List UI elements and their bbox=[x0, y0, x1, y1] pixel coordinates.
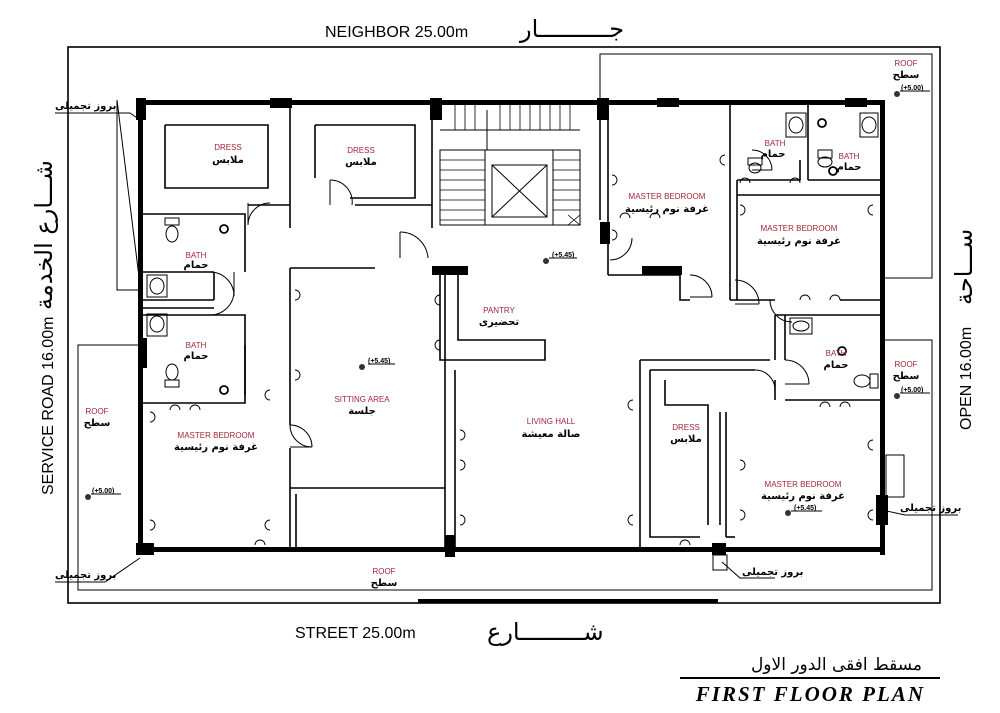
room-bath-3-ar: حمام bbox=[761, 149, 786, 160]
roof-zone-left bbox=[77, 344, 140, 591]
service-road-label: SERVICE ROAD 16.00m bbox=[40, 317, 57, 495]
room-pantry-ar: تحضيرى bbox=[479, 317, 520, 328]
room-master-2-ar: غرفة نوم رئيسية bbox=[625, 204, 709, 215]
room-master-1-en: MASTER BEDROOM bbox=[178, 431, 255, 440]
room-master-1-ar: غرفة نوم رئيسية bbox=[174, 442, 258, 453]
neighbor-label-ar: جــــــــــار bbox=[519, 15, 624, 43]
room-living-en: LIVING HALL bbox=[527, 417, 576, 426]
room-dress-1-en: DRESS bbox=[214, 143, 242, 152]
roof-2-ar: سطح bbox=[371, 578, 398, 589]
room-bath-1-ar: حمام bbox=[184, 260, 209, 271]
wall-east bbox=[880, 100, 885, 555]
level-roof-1: (+5.00) bbox=[92, 488, 114, 495]
room-bath-2-ar: حمام bbox=[184, 351, 209, 362]
service-road-label-ar: شـــارع الخدمة bbox=[30, 160, 58, 310]
level-roof-3: (+5.00) bbox=[901, 85, 923, 92]
fixtures bbox=[146, 112, 879, 395]
room-dress-2-ar: ملابس bbox=[345, 157, 377, 168]
plan-title-ar: مسقط افقى الدور الاول bbox=[751, 655, 922, 675]
wall-north-right bbox=[600, 100, 885, 105]
roof-4-en: ROOF bbox=[894, 360, 917, 369]
roof-zone-right bbox=[880, 339, 933, 591]
roof-1-ar: سطح bbox=[84, 418, 111, 429]
room-master-2-en: MASTER BEDROOM bbox=[629, 192, 706, 201]
room-sitting-ar: جلسة bbox=[348, 406, 376, 417]
callout-projection-3: بروز تجميلى bbox=[742, 567, 803, 578]
room-bath-3-en: BATH bbox=[765, 139, 786, 148]
callout-projection-4: بروز تجميلى bbox=[900, 503, 961, 514]
neighbor-label: NEIGHBOR 25.00m bbox=[325, 24, 468, 41]
pantry-walls bbox=[439, 105, 609, 361]
roof-zone-top-right bbox=[599, 53, 933, 279]
stair-treads bbox=[440, 105, 581, 226]
callout-leaders bbox=[55, 90, 958, 583]
callout-projection-2: بروز تجميلى bbox=[55, 570, 116, 581]
room-sitting-en: SITTING AREA bbox=[334, 395, 390, 404]
room-master-3-en: MASTER BEDROOM bbox=[761, 224, 838, 233]
room-pantry-en: PANTRY bbox=[483, 306, 515, 315]
room-bath-1-en: BATH bbox=[186, 251, 207, 260]
balcony-box bbox=[885, 454, 905, 498]
room-dress-1-ar: ملابس bbox=[212, 155, 244, 166]
projection-diagonal bbox=[116, 99, 141, 286]
roof-3-en: ROOF bbox=[894, 59, 917, 68]
level-roof-4: (+5.00) bbox=[901, 387, 923, 394]
wall-south bbox=[138, 547, 885, 552]
open-label: OPEN 16.00m bbox=[958, 327, 975, 430]
level-sitting: (+5.45) bbox=[368, 358, 390, 365]
roof-3-ar: سطح bbox=[893, 70, 920, 81]
level-dots bbox=[85, 91, 900, 516]
stair-core bbox=[439, 110, 581, 226]
street-label: STREET 25.00m bbox=[295, 625, 416, 642]
plan-title-en: FIRST FLOOR PLAN bbox=[695, 682, 925, 706]
room-bath-4-en: BATH bbox=[839, 152, 860, 161]
wall-west bbox=[138, 100, 143, 550]
room-dress-2-en: DRESS bbox=[347, 146, 375, 155]
room-bath-5-ar: حمام bbox=[824, 360, 849, 371]
room-bath-5-en: BATH bbox=[826, 349, 847, 358]
open-label-ar: ســـاحة bbox=[950, 229, 978, 305]
room-living-ar: صالة معيشة bbox=[522, 429, 581, 440]
callout-projection-1: بروز تجميلى bbox=[55, 101, 116, 112]
roof-2-en: ROOF bbox=[372, 567, 395, 576]
door-swings bbox=[209, 149, 810, 448]
room-bath-2-en: BATH bbox=[186, 341, 207, 350]
roof-4-ar: سطح bbox=[893, 371, 920, 382]
roof-1-en: ROOF bbox=[85, 407, 108, 416]
projection-left-top bbox=[116, 100, 140, 291]
wall-north-left bbox=[138, 100, 608, 105]
room-master-3-ar: غرفة نوم رئيسية bbox=[757, 236, 841, 247]
room-dress-3-en: DRESS bbox=[672, 423, 700, 432]
level-master-4: (+5.45) bbox=[794, 505, 816, 512]
street-label-ar: شـــــــــارع bbox=[487, 618, 604, 646]
room-dress-3-ar: ملابس bbox=[670, 434, 702, 445]
level-hall: (+5.45) bbox=[552, 252, 574, 259]
electrical-marks bbox=[149, 154, 874, 546]
room-master-4-ar: غرفة نوم رئيسية bbox=[761, 491, 845, 502]
room-master-4-en: MASTER BEDROOM bbox=[765, 480, 842, 489]
room-bath-4-ar: حمام bbox=[837, 162, 862, 173]
